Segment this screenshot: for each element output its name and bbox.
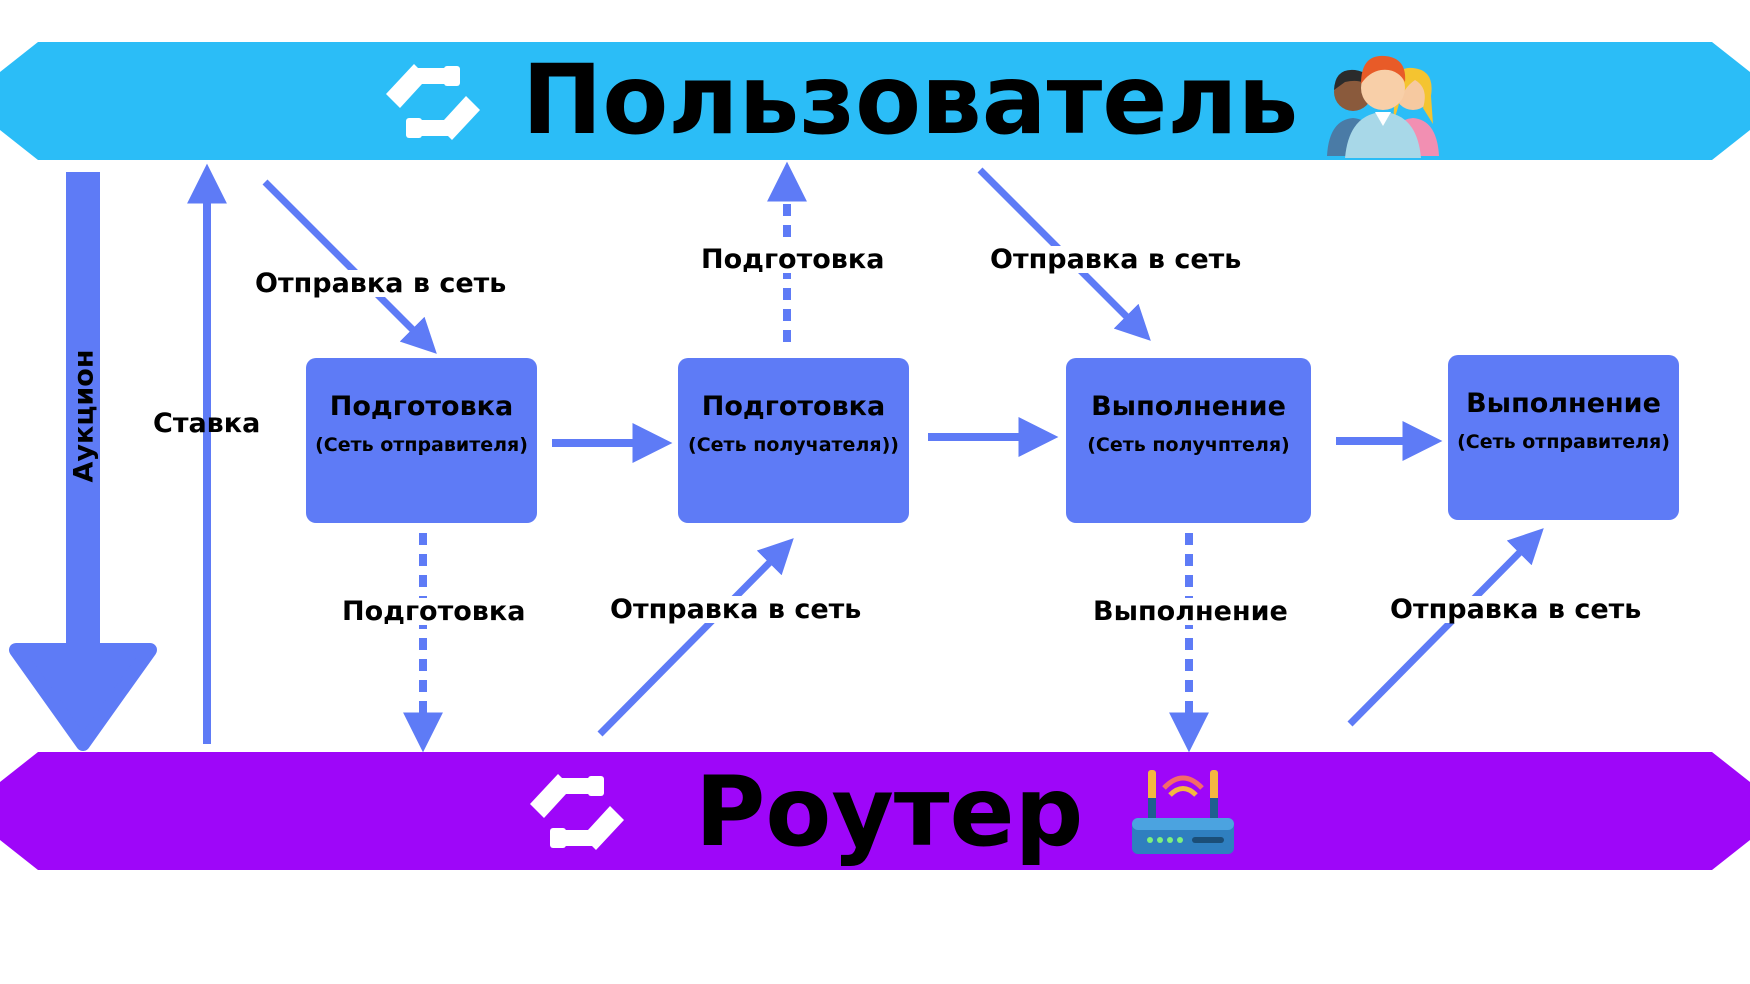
exec-down-label: Выполнение — [1091, 596, 1290, 627]
process-box-3: Выполнение (Сеть получптеля) — [1066, 358, 1311, 523]
send4-label: Отправка в сеть — [1388, 594, 1644, 625]
process-box-2: Подготовка (Сеть получателя)) — [678, 358, 909, 523]
router-banner: Роутер — [0, 752, 1750, 870]
box-title: Выполнение — [1091, 391, 1286, 422]
user-banner: Пользователь — [0, 42, 1750, 160]
box-title: Подготовка — [329, 391, 514, 422]
box-subtitle: (Сеть получптеля) — [1087, 434, 1290, 456]
box-subtitle: (Сеть отправителя) — [1457, 431, 1670, 453]
bid-label: Ставка — [153, 408, 261, 439]
app-logo-icon — [386, 64, 480, 140]
people-icon — [1327, 55, 1439, 158]
prep-up-label: Подготовка — [699, 244, 887, 275]
wifi-router-icon — [1132, 770, 1234, 854]
app-logo-icon — [530, 774, 624, 850]
send3-label: Отправка в сеть — [988, 244, 1244, 275]
box-title: Подготовка — [701, 391, 886, 422]
prep-down-label: Подготовка — [340, 596, 528, 627]
router-banner-shape — [0, 752, 1750, 870]
user-title: Пользователь — [522, 44, 1299, 156]
box-title: Выполнение — [1466, 388, 1661, 419]
router-title: Роутер — [695, 756, 1084, 868]
send1-label: Отправка в сеть — [253, 268, 509, 299]
box-subtitle: (Сеть отправителя) — [315, 434, 528, 456]
send4-arrow — [1347, 528, 1544, 727]
send2-label: Отправка в сеть — [608, 594, 864, 625]
send2-arrow — [597, 538, 794, 737]
send1-arrow — [262, 179, 437, 354]
auction-arrow — [9, 172, 157, 751]
auction-label: Аукцион — [68, 349, 100, 483]
process-box-4: Выполнение (Сеть отправителя) — [1448, 355, 1679, 520]
process-box-1: Подготовка (Сеть отправителя) — [306, 358, 537, 523]
box-subtitle: (Сеть получателя)) — [688, 434, 899, 456]
